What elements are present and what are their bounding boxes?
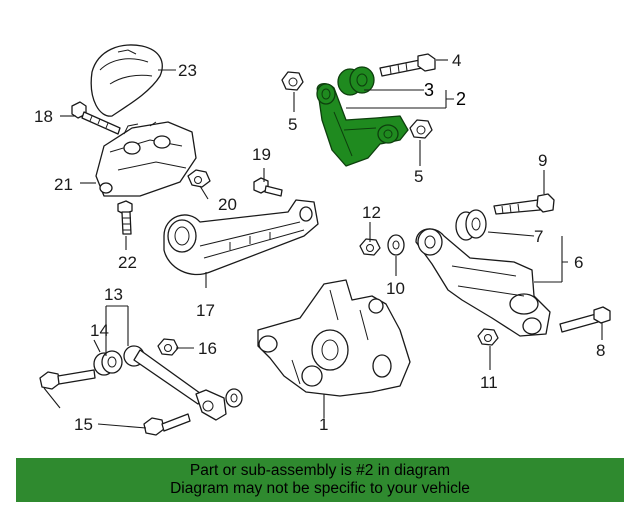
part-4-bolt (379, 53, 436, 77)
banner-line-1: Part or sub-assembly is #2 in diagram (189, 462, 451, 479)
callout-6: 6 (574, 253, 583, 272)
callout-9: 9 (538, 151, 547, 170)
part-15-bolt-right (143, 413, 191, 436)
callout-5-upper: 5 (288, 115, 297, 134)
callout-12: 12 (362, 203, 381, 222)
callout-11: 11 (480, 373, 498, 392)
callout-17: 17 (196, 301, 215, 320)
callout-5-lower: 5 (414, 167, 423, 186)
part-9-bolt (493, 193, 555, 215)
part-22-bolt (117, 200, 133, 235)
part-13-link (123, 345, 227, 421)
callout-14: 14 (90, 321, 109, 340)
callout-23: 23 (178, 61, 197, 80)
callout-3: 3 (424, 80, 434, 100)
callout-2: 2 (456, 89, 466, 109)
callout-10: 10 (386, 279, 405, 298)
callout-21: 21 (54, 175, 73, 194)
leader-lines (43, 59, 603, 429)
part-15-bolt-left (39, 369, 96, 390)
part-21-mount (95, 121, 197, 197)
callout-labels: 23 18 21 20 22 19 17 12 10 1 4 3 2 5 5 9… (34, 51, 605, 434)
callout-20: 20 (218, 195, 237, 214)
part-18-bolt (71, 101, 121, 135)
part-16-nut (157, 338, 243, 408)
callout-19: 19 (252, 145, 271, 164)
callout-15: 15 (74, 415, 93, 434)
part-23-cover (90, 44, 163, 117)
part-1-knuckle (257, 279, 411, 397)
callout-16: 16 (198, 339, 217, 358)
part-17-trailing-arm (163, 199, 319, 276)
part-2-upper-arm-highlighted (316, 82, 409, 167)
callout-7: 7 (534, 227, 543, 246)
banner-line-2: Diagram may not be specific to your vehi… (170, 480, 470, 497)
callout-18: 18 (34, 107, 53, 126)
part-11-nut (477, 328, 499, 346)
part-6-lower-arm (415, 228, 551, 337)
part-info-banner: Part or sub-assembly is #2 in diagram Di… (16, 458, 624, 502)
callout-22: 22 (118, 253, 137, 272)
callout-1: 1 (319, 415, 328, 434)
part-7-bushing (455, 209, 487, 241)
callout-4: 4 (452, 51, 461, 70)
part-8-bolt (559, 306, 611, 333)
part-12-nut (359, 238, 381, 256)
part-3-bushing-highlighted (337, 66, 375, 96)
part-5-nut-upper (281, 71, 304, 91)
part-19-bolt (253, 177, 283, 197)
part-20-nut (187, 169, 211, 188)
part-5-nut-lower (409, 119, 433, 139)
part-10-washer (387, 234, 405, 256)
callout-8: 8 (596, 341, 605, 360)
part-14-bushing (93, 350, 123, 376)
callout-13: 13 (104, 285, 123, 304)
